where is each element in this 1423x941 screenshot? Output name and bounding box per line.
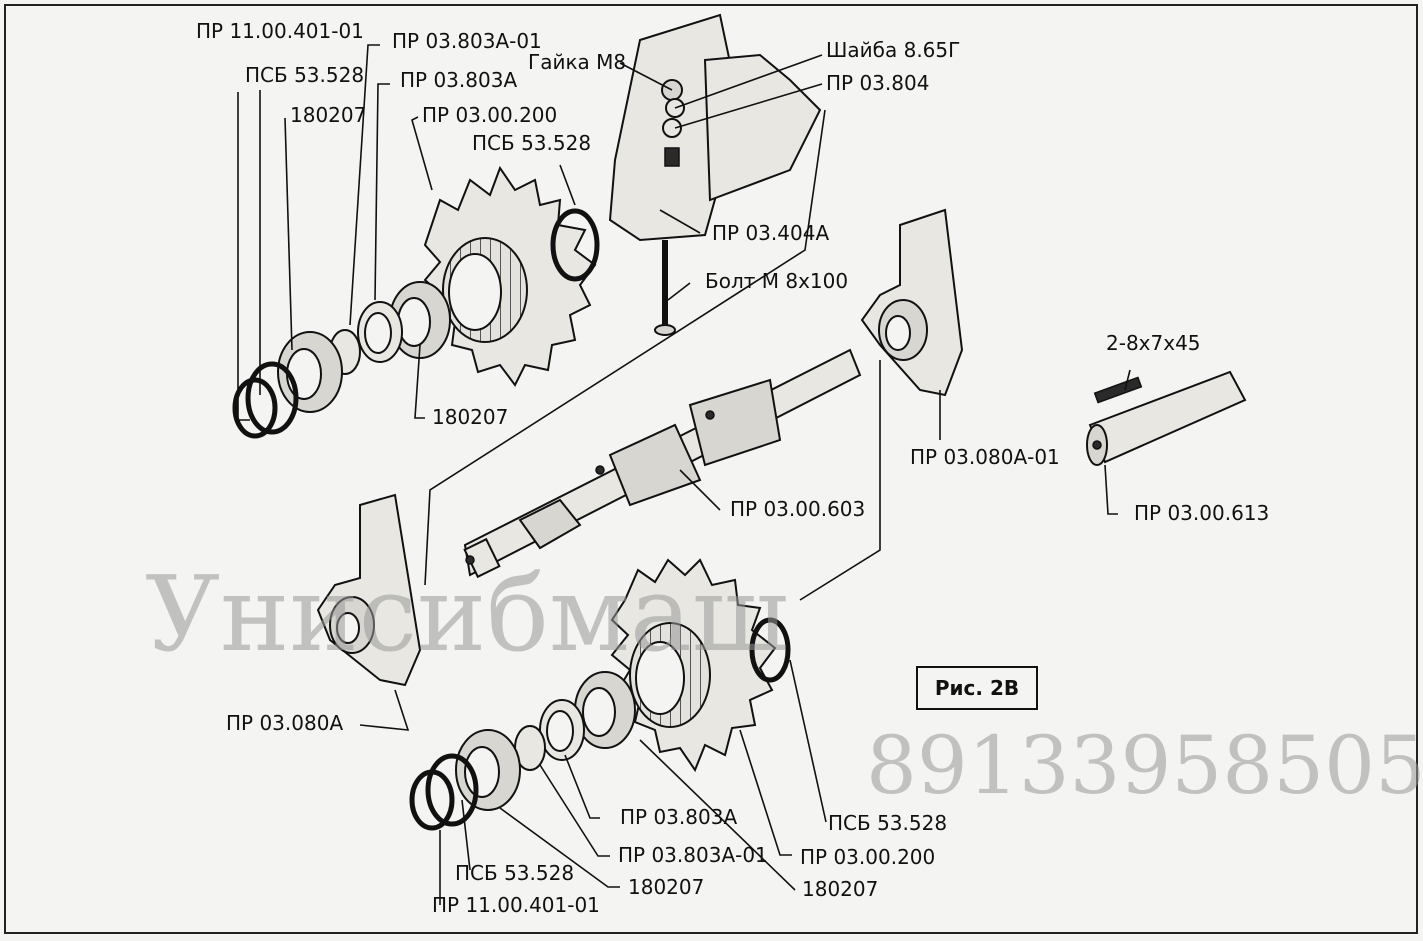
left-bearing-housing: [316, 493, 422, 687]
key-2-8x7x45: [1093, 376, 1143, 404]
label-pr-0300603: ПР 03.00.603: [730, 497, 865, 521]
label-psb-53528-top-right: ПСБ 53.528: [472, 131, 591, 155]
label-180207-top: 180207: [290, 103, 366, 127]
label-pr-1100401-01-top: ПР 11.00.401-01: [196, 19, 364, 43]
watermark-brand: Унисибмаш: [145, 553, 789, 675]
watermark-phone: 89133958505: [866, 719, 1423, 812]
label-shaiba-865g: Шайба 8.65Г: [826, 38, 960, 62]
upper-sprocket-assembly: [232, 165, 600, 439]
label-psb-53528-bottom-left: ПСБ 53.528: [455, 861, 574, 885]
label-pr-03803a-01-top: ПР 03.803А-01: [392, 29, 542, 53]
lower-sprocket-assembly: [409, 558, 791, 831]
washer-pr03804: [662, 118, 682, 138]
assembly-guide-lines: [424, 109, 881, 601]
right-stub-shaft: [1086, 370, 1247, 466]
label-pr-03080a-01: ПР 03.080А-01: [910, 445, 1060, 469]
leader-lines: [237, 44, 1131, 905]
label-180207-bottom-right: 180207: [802, 877, 878, 901]
right-bearing-housing: [860, 208, 964, 397]
label-pr-03804: ПР 03.804: [826, 71, 929, 95]
label-pr-0300200-top: ПР 03.00.200: [422, 103, 557, 127]
drawing-frame: [4, 4, 1418, 934]
upper-bracket: [608, 13, 822, 336]
main-shaft: [463, 348, 862, 579]
label-pr-03803a-01-bottom: ПР 03.803А-01: [618, 843, 768, 867]
label-bolt-m8x100: Болт М 8x100: [705, 269, 848, 293]
part-labels: ПР 11.00.401-01 ПР 03.803А-01 Гайка М8 Ш…: [196, 19, 1269, 917]
label-180207-bottom-left: 180207: [628, 875, 704, 899]
upper-end-ring: [232, 377, 278, 439]
label-psb-53528-top-left: ПСБ 53.528: [245, 63, 364, 87]
label-psb-53528-bottom-right: ПСБ 53.528: [828, 811, 947, 835]
figure-label: Рис. 2В: [916, 666, 1038, 710]
label-180207-mid: 180207: [432, 405, 508, 429]
upper-snap-ring-psb: [245, 361, 299, 435]
upper-snap-ring-right: [550, 208, 600, 282]
label-pr-03080a: ПР 03.080А: [226, 711, 343, 735]
label-pr-03803a-top: ПР 03.803А: [400, 68, 517, 92]
label-pr-0300200-bottom: ПР 03.00.200: [800, 845, 935, 869]
label-pr-03404a: ПР 03.404А: [712, 221, 829, 245]
label-gaika-m8: Гайка М8: [528, 50, 626, 74]
label-pr-0300613: ПР 03.00.613: [1134, 501, 1269, 525]
label-key-2-8x7x45: 2-8x7x45: [1106, 331, 1201, 355]
lower-snap-ring-right: [749, 617, 791, 683]
label-pr-03803a-bottom: ПР 03.803А: [620, 805, 737, 829]
label-pr-1100401-01-bottom: ПР 11.00.401-01: [432, 893, 600, 917]
